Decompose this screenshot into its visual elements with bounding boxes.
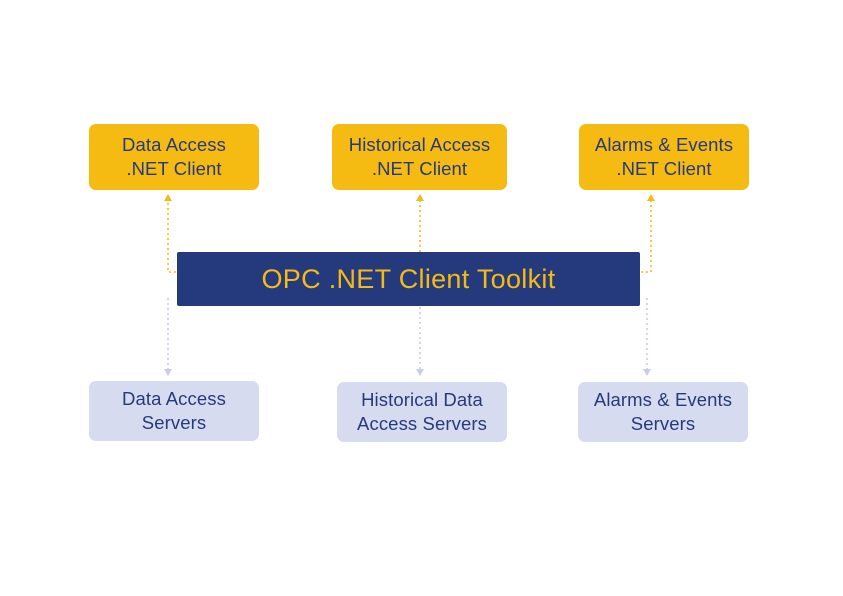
alarms-events-client-box: Alarms & Events .NET Client [579, 124, 749, 190]
toolkit-bar: OPC .NET Client Toolkit [177, 252, 640, 306]
historical-access-client-label: Historical Access .NET Client [348, 134, 491, 179]
alarms-events-servers-box: Alarms & Events Servers [578, 382, 748, 442]
toolkit-label: OPC .NET Client Toolkit [261, 263, 556, 294]
alarms-events-client-label: Alarms & Events .NET Client [594, 134, 734, 179]
connector-to-data-access-servers [164, 298, 172, 376]
connector-to-alarms-events-client [641, 194, 655, 273]
connector-to-historical-data-access-servers [416, 307, 424, 376]
data-access-client-label: Data Access .NET Client [122, 134, 226, 179]
historical-data-access-servers-box: Historical Data Access Servers [337, 382, 507, 442]
data-access-servers-label: Data Access Servers [122, 388, 226, 433]
connector-to-data-access-client [164, 194, 176, 273]
alarms-events-servers-label: Alarms & Events Servers [593, 389, 733, 434]
data-access-servers-box: Data Access Servers [89, 381, 259, 441]
connector-to-historical-access-client [416, 194, 424, 252]
historical-access-client-box: Historical Access .NET Client [332, 124, 507, 190]
data-access-client-box: Data Access .NET Client [89, 124, 259, 190]
historical-data-access-servers-label: Historical Data Access Servers [357, 389, 487, 434]
connector-to-alarms-events-servers [643, 298, 651, 376]
